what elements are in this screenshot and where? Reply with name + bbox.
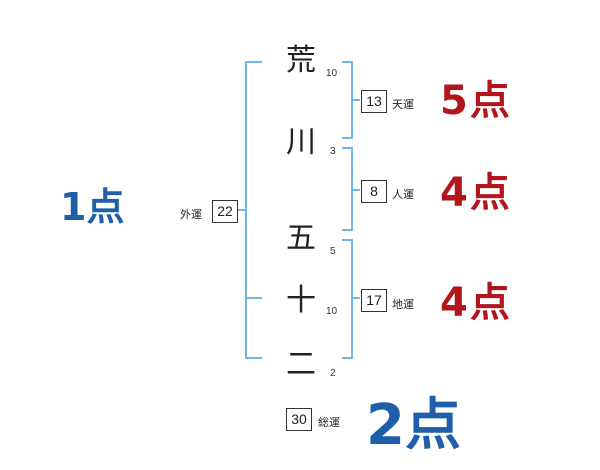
soukaku-score: 2点 [366,393,461,458]
gaikaku-bracket [245,61,262,359]
name-char-5: 二 [286,347,316,382]
gaikaku-value: 22 [212,200,238,223]
soukaku-value: 30 [286,408,312,431]
name-char-4: 十 [286,283,316,318]
chikaku-label: 地運 [392,298,414,311]
name-char-1: 荒 [286,43,316,78]
chikaku-score: 4点 [440,280,512,326]
jinkaku-bracket [342,147,353,231]
tenkaku-score: 5点 [440,78,512,124]
jinkaku-score: 4点 [440,170,512,216]
chikaku-value: 17 [361,289,387,312]
jinkaku-label: 人運 [392,188,414,201]
name-char-2: 川 [286,125,316,160]
name-char-3: 五 [286,221,316,256]
tenkaku-label: 天運 [392,98,414,111]
chikaku-bracket [342,239,353,359]
tenkaku-bracket [342,61,353,139]
stroke-count-2: 3 [330,146,336,157]
jinkaku-value: 8 [361,180,387,203]
stroke-count-1: 10 [326,68,338,79]
soukaku-label: 総運 [318,416,340,429]
tenkaku-value: 13 [361,90,387,113]
gaikaku-score: 1点 [60,185,125,229]
stroke-count-4: 10 [326,306,338,317]
gaikaku-label: 外運 [180,208,202,221]
stroke-count-5: 2 [330,368,336,379]
stroke-count-3: 5 [330,246,336,257]
